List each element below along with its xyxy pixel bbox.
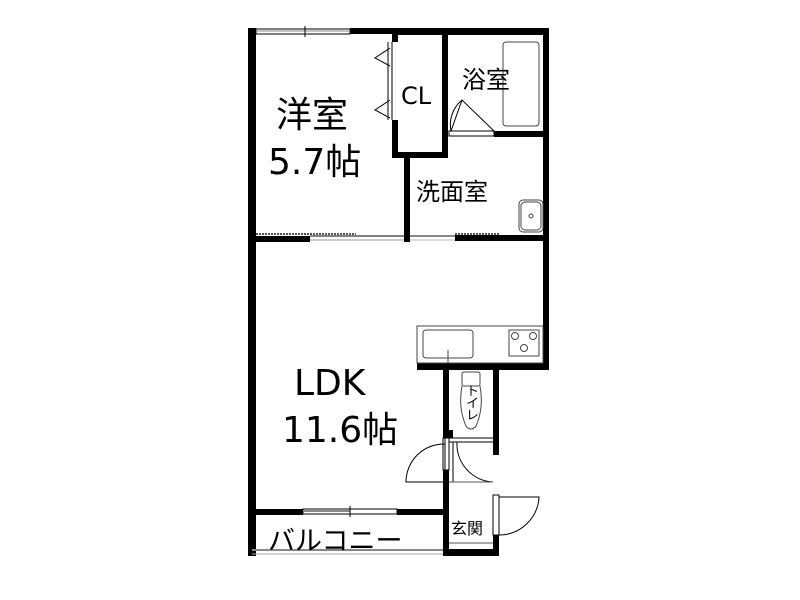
room-size-western: 5.7帖 [268,142,362,183]
room-label-balcony: バルコニー [268,526,403,557]
room-label-toilet: トイレ [463,384,478,420]
ldk-door [405,437,450,483]
closet-doors [374,42,393,120]
wash-basin [518,199,544,233]
sliding-doors [256,233,500,241]
room-label-western: 洋室 [276,95,349,136]
entrance-door [449,494,540,544]
room-label-closet: CL [401,82,432,110]
room-size-ldk: 11.6帖 [282,410,399,451]
room-label-bathroom: 浴室 [462,66,510,94]
room-label-washroom: 洗面室 [416,178,488,206]
bathtub [502,41,540,127]
toilet-fixture [460,371,482,430]
bath-door [448,99,495,137]
walls [248,28,549,556]
room-label-ldk: LDK [294,363,366,404]
toilet-door [449,437,494,483]
kitchen-counter [416,325,544,364]
windows [252,26,443,555]
room-label-entrance: 玄関 [451,519,484,538]
